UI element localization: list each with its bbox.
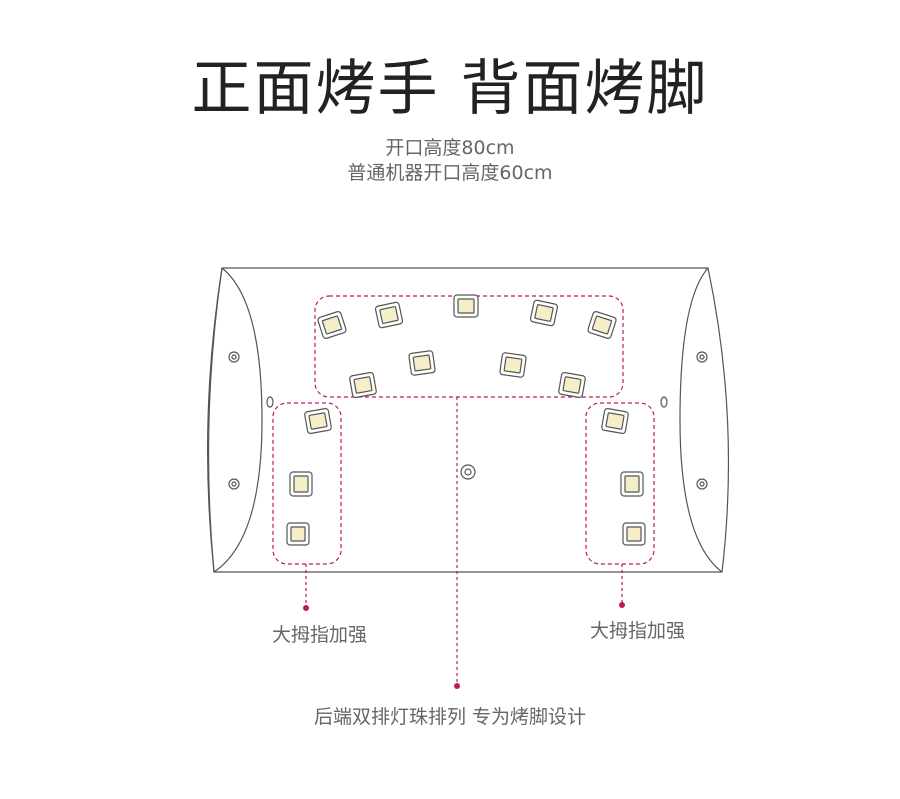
led-bead — [349, 371, 377, 399]
led-bead — [286, 522, 310, 546]
screws — [228, 351, 708, 490]
led-bead — [620, 471, 644, 497]
led-bead — [408, 350, 436, 376]
led-bead — [622, 522, 646, 546]
subtitle-normal-height: 普通机器开口高度60cm — [347, 162, 553, 184]
led-bead — [374, 301, 404, 329]
led-bead — [529, 299, 559, 327]
callout-leaders — [303, 397, 625, 689]
led-bead — [587, 311, 617, 339]
subtitle-opening-height: 开口高度80cm — [385, 137, 515, 159]
led-bead — [304, 407, 332, 435]
led-bead — [601, 407, 629, 435]
callout-left-thumb: 大拇指加强 — [272, 624, 368, 646]
led-bead — [289, 471, 313, 497]
device-body — [207, 267, 730, 573]
led-bead — [499, 352, 527, 378]
led-beads — [286, 294, 646, 546]
led-bead — [317, 311, 347, 339]
callout-rear-leds: 后端双排灯珠排列 专为烤脚设计 — [313, 706, 587, 728]
callout-right-thumb: 大拇指加强 — [590, 620, 686, 642]
led-bead — [453, 294, 479, 318]
headline-title: 正面烤手 背面烤脚 — [191, 54, 709, 124]
led-bead — [558, 371, 586, 399]
